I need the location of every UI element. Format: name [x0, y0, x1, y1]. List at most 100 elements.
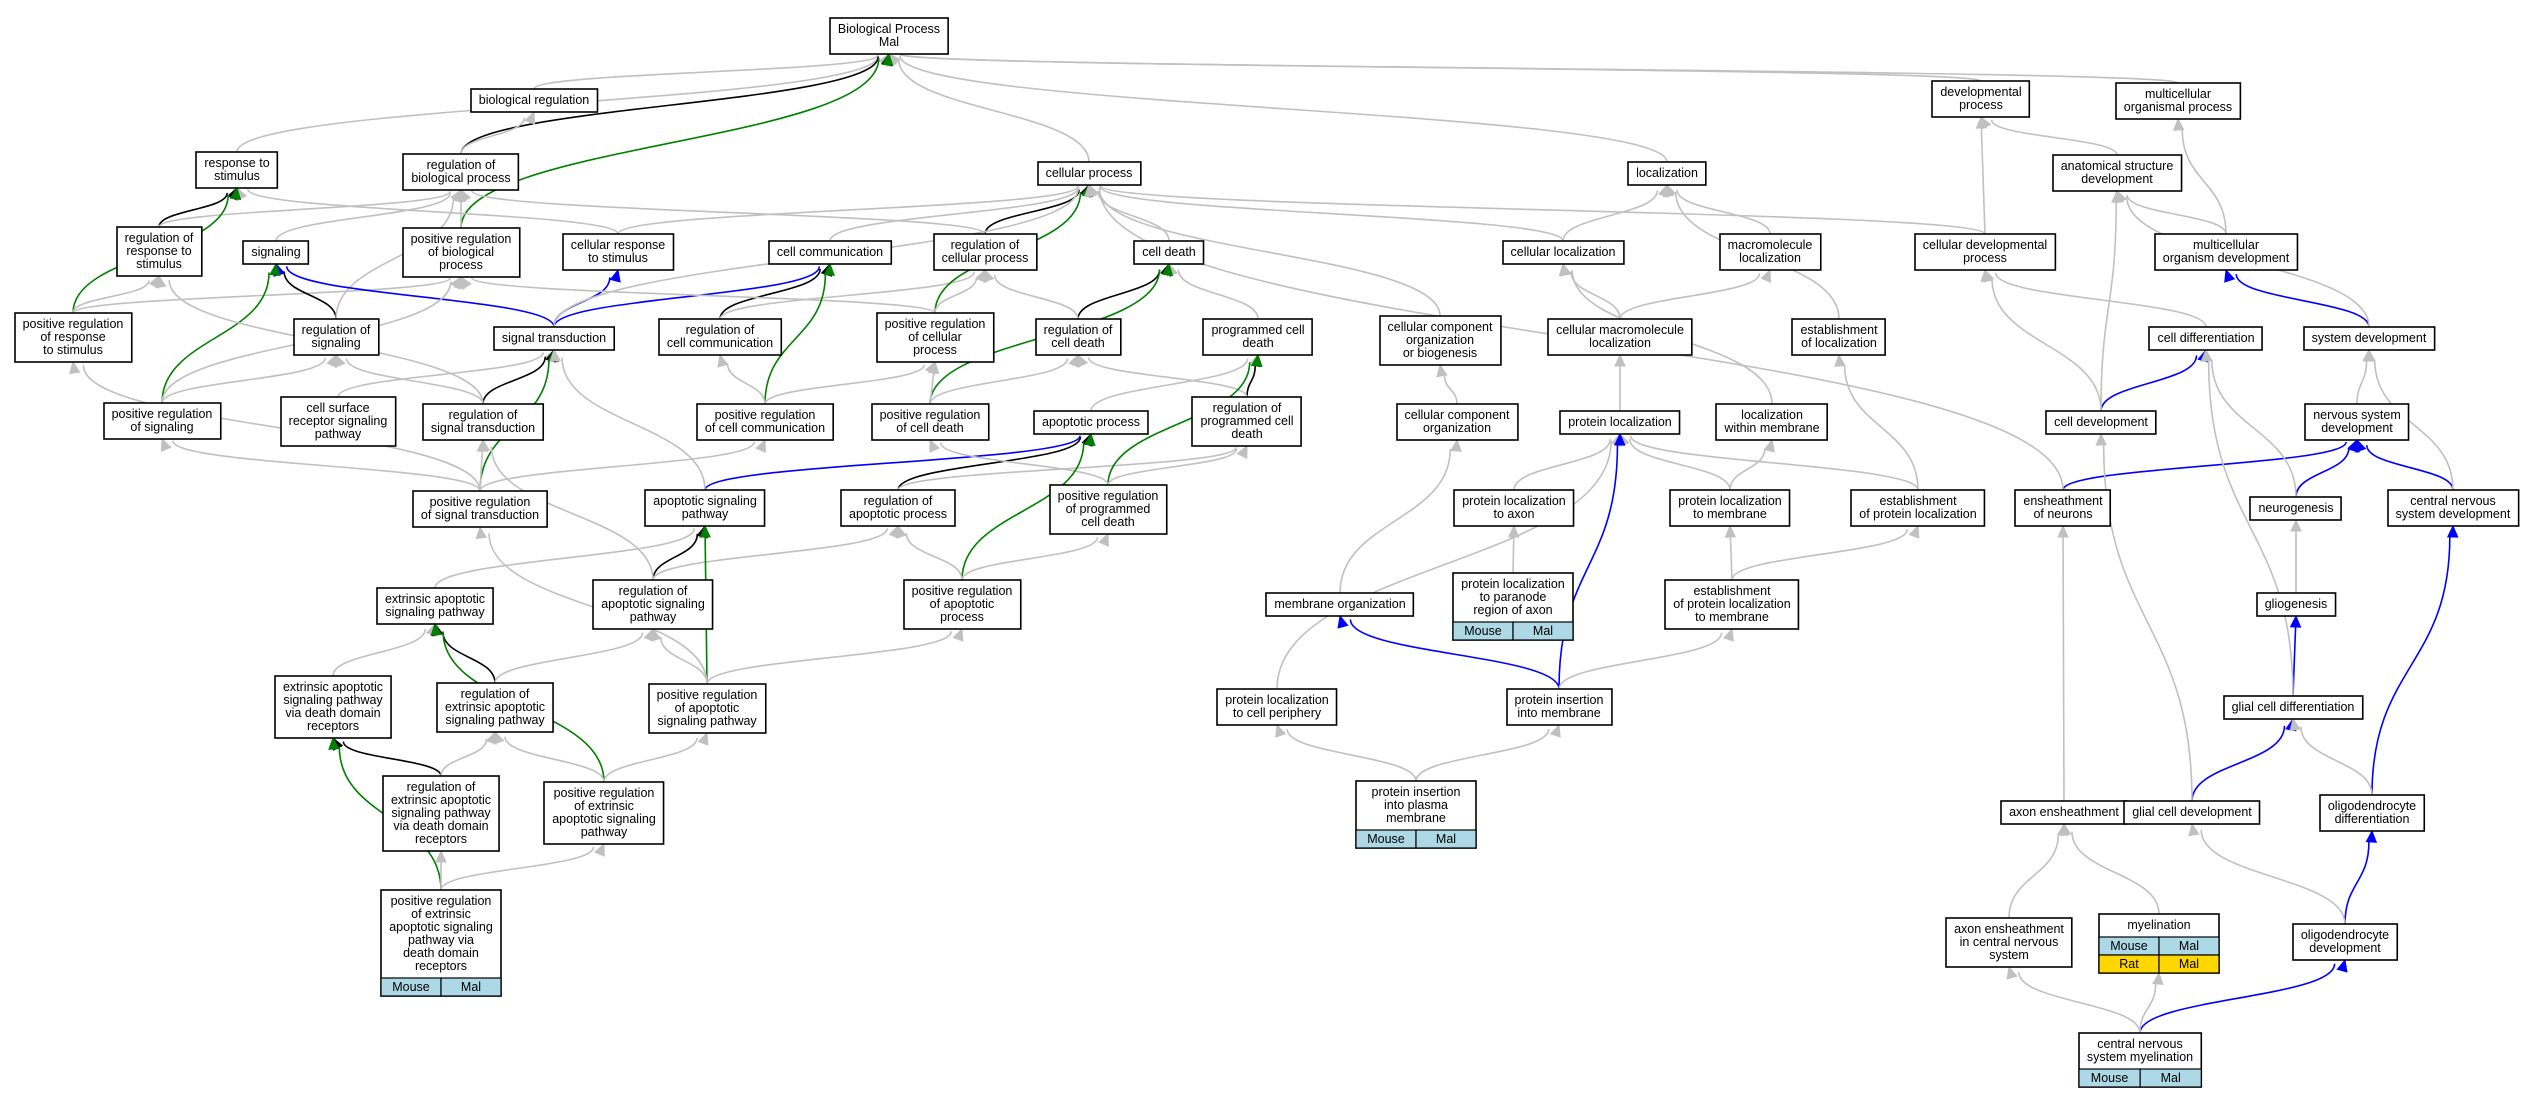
term-label-line: to membrane: [1695, 610, 1769, 624]
edge-arrowhead: [334, 353, 346, 368]
term-label-line: positive regulation: [411, 232, 512, 246]
edge-is_a: [1415, 728, 1550, 782]
edge-is_a: [603, 737, 698, 783]
term-node-celldiff[interactable]: cell differentiation: [2148, 326, 2263, 351]
term-label-line: regulation of: [461, 687, 530, 701]
term-node-neurogen[interactable]: neurogenesis: [2249, 496, 2342, 521]
term-node-axonens[interactable]: axon ensheathment: [2000, 800, 2128, 825]
edge-is_a: [764, 364, 926, 405]
term-node-celldeath[interactable]: cell death: [1133, 240, 1205, 265]
term-node-apop[interactable]: apoptotic process: [1033, 410, 1149, 435]
term-node-celldev[interactable]: cell development: [2045, 410, 2157, 435]
term-node-loc[interactable]: localization: [1627, 161, 1707, 186]
edge-arrowhead: [1722, 627, 1734, 642]
term-node-glialdiff[interactable]: glial cell differentiation: [2223, 695, 2364, 720]
term-node-sysdev[interactable]: system development: [2303, 326, 2436, 351]
term-node-bioreg[interactable]: biological regulation: [470, 88, 599, 113]
edge-part_of: [442, 631, 496, 684]
term-node-signaling[interactable]: signaling: [242, 240, 310, 265]
term-node-protloc[interactable]: protein localization: [1559, 410, 1681, 435]
edge-arrowhead: [1236, 444, 1248, 459]
term-node-sigtrans[interactable]: signal transduction: [493, 326, 616, 351]
term-node-memorg[interactable]: membrane organization: [1265, 592, 1415, 617]
term-node-cellproc[interactable]: cellular process: [1037, 161, 1142, 186]
edge-arrowhead: [1834, 353, 1846, 367]
edge-is_a: [440, 846, 595, 891]
term-node-cellloc[interactable]: cellular localization: [1502, 240, 1625, 265]
term-label-line: or biogenesis: [1403, 346, 1477, 360]
term-box: [1379, 315, 1502, 366]
edge-positively_regulates: [2139, 963, 2336, 1034]
term-label-line: cellular process: [1046, 166, 1133, 180]
term-node-gliogen[interactable]: gliogenesis: [2256, 592, 2337, 617]
term-box: [1715, 403, 1828, 441]
term-label-line: into plasma: [1384, 798, 1448, 812]
term-node-cellcomm[interactable]: cell communication: [768, 240, 893, 265]
edge-arrowhead: [160, 437, 172, 452]
edge-is_a: [1513, 438, 1612, 491]
term-node-glialdev[interactable]: glial cell development: [2123, 800, 2261, 825]
edge-is_a: [471, 190, 986, 235]
term-label-line: programmed cell: [1200, 414, 1293, 428]
